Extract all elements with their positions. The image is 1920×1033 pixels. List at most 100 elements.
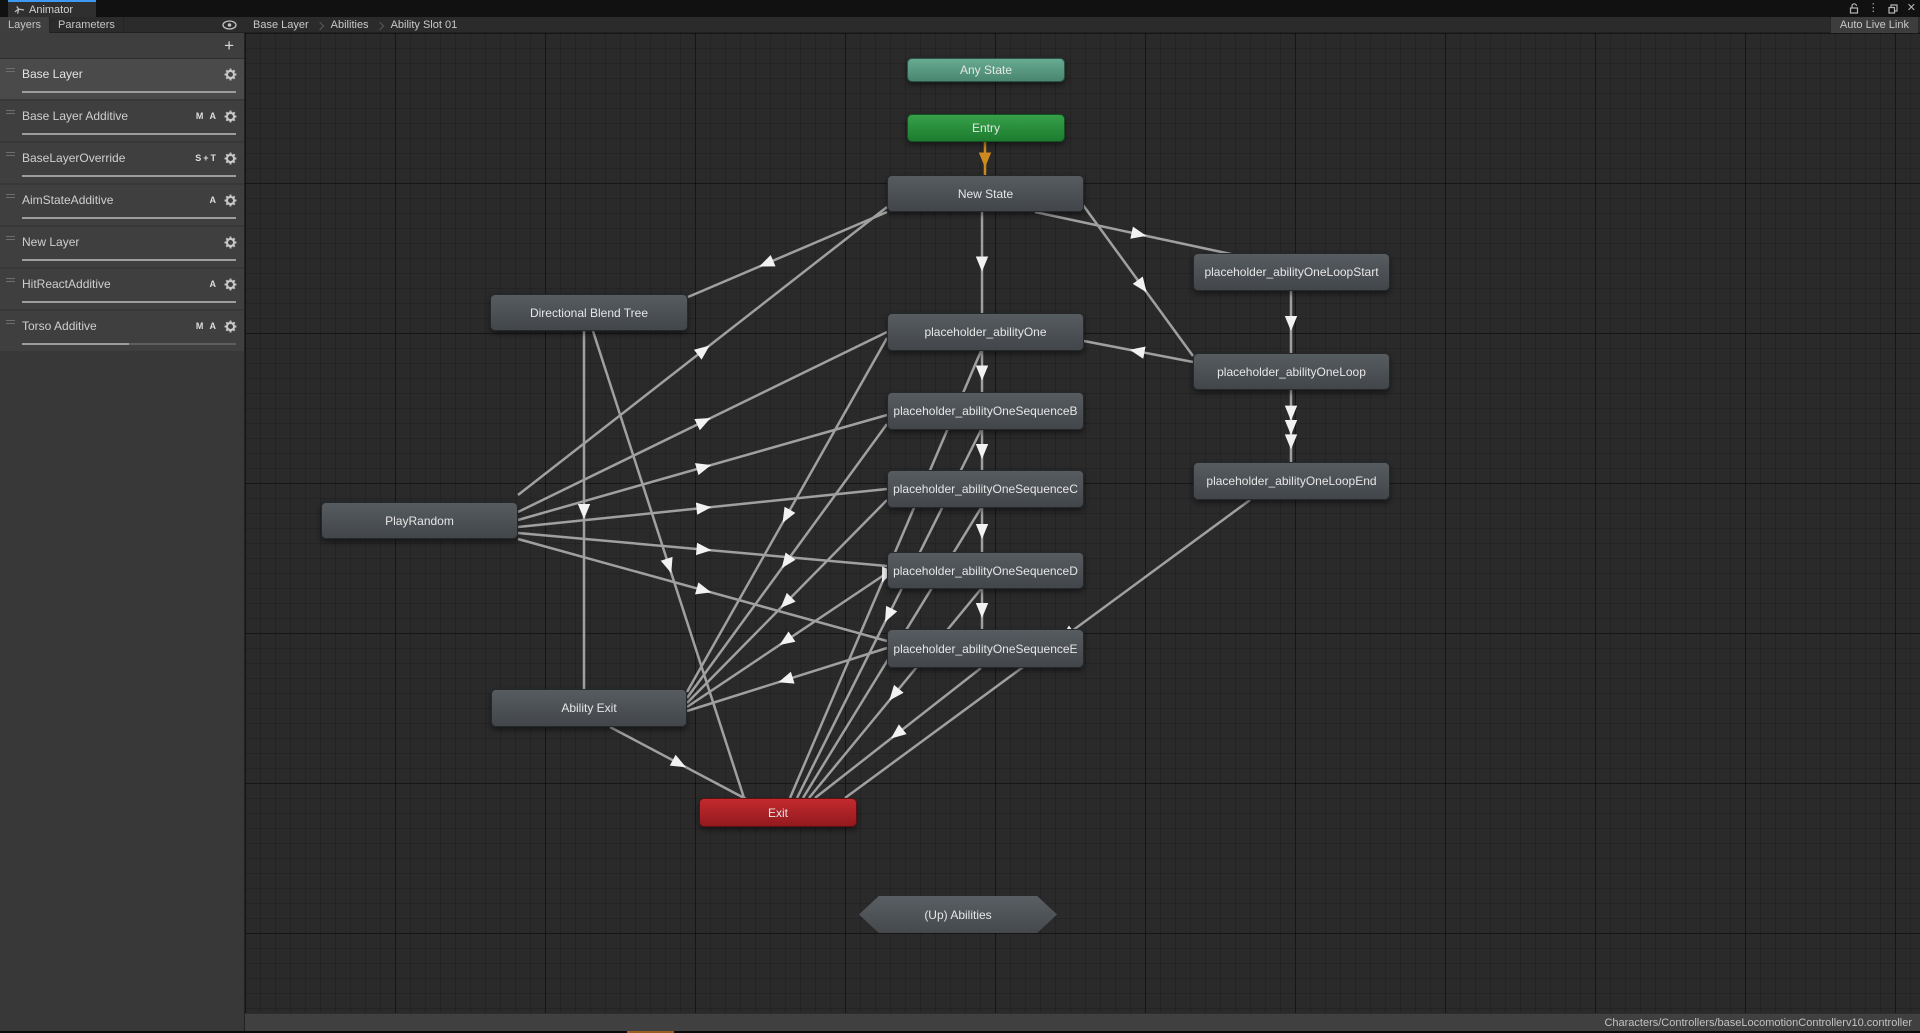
state-node-seq-d[interactable]: placeholder_abilityOneSequenceD bbox=[887, 552, 1084, 589]
layer-weight-slider[interactable] bbox=[22, 259, 236, 261]
layer-badges: A bbox=[209, 195, 218, 205]
transition-arrow-icon bbox=[577, 504, 591, 519]
close-icon[interactable]: ✕ bbox=[1906, 2, 1916, 14]
transition-arrow-icon bbox=[1132, 276, 1147, 293]
state-node-label: PlayRandom bbox=[385, 513, 454, 528]
breadcrumb-chevron-icon bbox=[315, 21, 324, 30]
layer-row-new-layer[interactable]: New Layer bbox=[0, 227, 244, 267]
state-node-loop[interactable]: placeholder_abilityOneLoop bbox=[1193, 353, 1390, 390]
layer-name: New Layer bbox=[22, 235, 80, 249]
state-node-ability-exit[interactable]: Ability Exit bbox=[491, 689, 687, 727]
window-titlebar: Animator ⋮ ✕ bbox=[0, 0, 1920, 17]
drag-handle-icon[interactable] bbox=[6, 68, 15, 74]
auto-live-link-button[interactable]: Auto Live Link bbox=[1829, 17, 1918, 33]
controller-path: Characters/Controllers/baseLocomotionCon… bbox=[1604, 1016, 1912, 1029]
state-node-label: placeholder_abilityOne bbox=[924, 325, 1047, 339]
state-node-label: placeholder_abilityOneSequenceE bbox=[893, 641, 1078, 656]
gear-icon[interactable] bbox=[224, 320, 237, 338]
breadcrumb-item[interactable]: Base Layer bbox=[253, 19, 309, 31]
layer-weight-slider[interactable] bbox=[22, 91, 236, 93]
layer-weight-slider[interactable] bbox=[22, 175, 236, 177]
transition-arrow-icon bbox=[781, 552, 796, 569]
transition-arrow-icon bbox=[693, 345, 710, 360]
layer-weight-slider[interactable] bbox=[22, 133, 236, 135]
layer-weight-slider[interactable] bbox=[22, 217, 236, 219]
state-node-loop-end[interactable]: placeholder_abilityOneLoopEnd bbox=[1193, 462, 1390, 500]
tab-layers[interactable]: Layers bbox=[0, 17, 51, 33]
state-node-label: placeholder_abilityOneSequenceB bbox=[893, 404, 1078, 418]
state-node-exit[interactable]: Exit bbox=[699, 798, 857, 827]
tab-animator[interactable]: Animator bbox=[8, 0, 96, 17]
layer-row-base-layer[interactable]: Base Layer bbox=[0, 59, 244, 99]
transition-edges bbox=[517, 142, 1298, 801]
transition-arrow-icon bbox=[1284, 434, 1298, 450]
drag-handle-icon[interactable] bbox=[6, 152, 15, 158]
drag-handle-icon[interactable] bbox=[6, 278, 15, 284]
transition-arrow-icon bbox=[975, 256, 989, 272]
layer-badges: S+T bbox=[195, 153, 218, 163]
animator-icon bbox=[14, 5, 25, 14]
state-node-label: placeholder_abilityOneLoopEnd bbox=[1206, 474, 1377, 488]
status-bar: Characters/Controllers/baseLocomotionCon… bbox=[245, 1013, 1920, 1031]
state-node-label: (Up) Abilities bbox=[924, 907, 992, 922]
state-node-entry[interactable]: Entry bbox=[907, 114, 1065, 142]
scroll-indicator[interactable] bbox=[627, 1031, 674, 1033]
state-node-seq-e[interactable]: placeholder_abilityOneSequenceE bbox=[887, 629, 1084, 668]
state-node-label: Entry bbox=[971, 121, 1000, 135]
layer-name: HitReactAdditive bbox=[22, 277, 111, 291]
add-layer-button[interactable]: + bbox=[224, 36, 234, 55]
transition-arrow-icon bbox=[695, 542, 712, 556]
transition-arrow-icon bbox=[779, 631, 796, 646]
layer-weight-slider[interactable] bbox=[22, 301, 236, 303]
drag-handle-icon[interactable] bbox=[6, 110, 15, 116]
drag-handle-icon[interactable] bbox=[6, 236, 15, 242]
drag-handle-icon[interactable] bbox=[6, 320, 15, 326]
unlock-icon[interactable] bbox=[1849, 3, 1859, 14]
menu-icon[interactable]: ⋮ bbox=[1867, 2, 1879, 14]
state-node-label: placeholder_abilityOneLoopStart bbox=[1204, 265, 1379, 279]
transition-arrow-icon bbox=[669, 754, 686, 768]
gear-icon[interactable] bbox=[224, 68, 237, 86]
transition-new-state-to-dbt bbox=[687, 210, 888, 299]
state-node-label: New State bbox=[957, 186, 1014, 201]
transition-arrow-icon bbox=[695, 502, 712, 515]
layer-name: Base Layer bbox=[22, 67, 83, 81]
state-node-seq-b[interactable]: placeholder_abilityOneSequenceB bbox=[887, 392, 1084, 430]
tab-parameters[interactable]: Parameters bbox=[50, 17, 124, 33]
breadcrumb: Base Layer Abilities Ability Slot 01 bbox=[245, 17, 457, 33]
transition-arrow-icon bbox=[1284, 405, 1298, 421]
gear-icon[interactable] bbox=[224, 152, 237, 170]
state-node-ability-one[interactable]: placeholder_abilityOne bbox=[887, 313, 1084, 351]
state-node-new-state[interactable]: New State bbox=[887, 175, 1084, 212]
breadcrumb-chevron-icon bbox=[375, 21, 384, 30]
transition-arrow-icon bbox=[890, 724, 907, 739]
state-node-seq-c[interactable]: placeholder_abilityOneSequenceC bbox=[887, 470, 1084, 508]
gear-icon[interactable] bbox=[224, 236, 237, 254]
state-node-up-abilities[interactable]: (Up) Abilities bbox=[859, 896, 1057, 933]
layer-weight-slider[interactable] bbox=[22, 343, 236, 345]
breadcrumb-item[interactable]: Abilities bbox=[330, 19, 369, 31]
state-node-any-state[interactable]: Any State bbox=[907, 58, 1065, 82]
breadcrumb-item[interactable]: Ability Slot 01 bbox=[390, 19, 458, 31]
gear-icon[interactable] bbox=[224, 194, 237, 212]
eye-icon[interactable] bbox=[222, 17, 237, 33]
transition-arrow-icon bbox=[782, 506, 796, 523]
gear-icon[interactable] bbox=[224, 278, 237, 296]
layer-name: Torso Additive bbox=[22, 319, 97, 333]
state-node-loop-start[interactable]: placeholder_abilityOneLoopStart bbox=[1193, 253, 1390, 291]
maximize-icon[interactable] bbox=[1888, 3, 1898, 14]
state-node-play-random[interactable]: PlayRandom bbox=[321, 502, 518, 539]
state-node-dbt[interactable]: Directional Blend Tree bbox=[490, 294, 688, 331]
gear-icon[interactable] bbox=[224, 110, 237, 128]
transition-arrow-icon bbox=[884, 605, 898, 623]
drag-handle-icon[interactable] bbox=[6, 194, 15, 200]
transition-arrow-icon bbox=[975, 603, 989, 618]
